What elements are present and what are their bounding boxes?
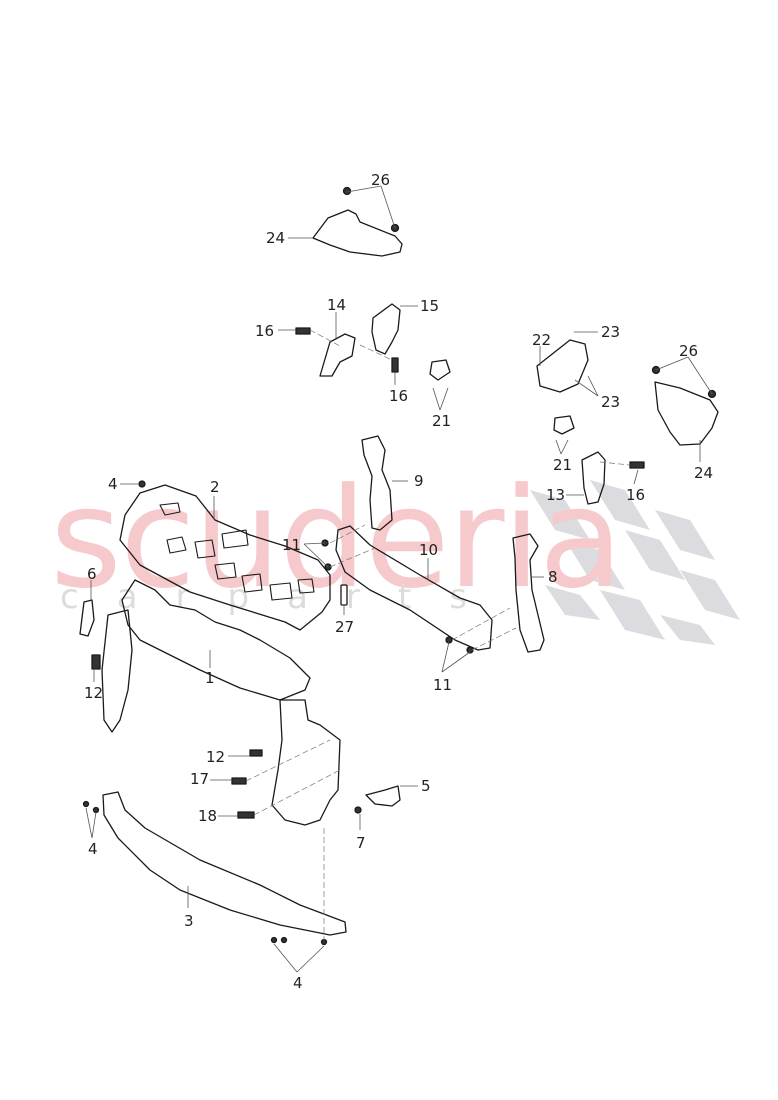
part-1-centre-member xyxy=(271,699,341,826)
callout-12[interactable]: 12 xyxy=(84,684,104,702)
callout-4[interactable]: 4 xyxy=(108,475,118,493)
callout-16[interactable]: 16 xyxy=(626,486,646,504)
callout-10[interactable]: 10 xyxy=(419,541,439,559)
callout-23[interactable]: 23 xyxy=(601,323,621,341)
callout-17[interactable]: 17 xyxy=(190,770,210,788)
callout-3[interactable]: 3 xyxy=(184,912,194,930)
part-24-bracket-right xyxy=(654,381,719,446)
callout-7[interactable]: 7 xyxy=(356,834,366,852)
callout-18[interactable]: 18 xyxy=(198,807,218,825)
part-24-bracket-top xyxy=(312,209,403,257)
part-14-bracket xyxy=(319,333,356,377)
part-15-bracket xyxy=(371,303,401,355)
part-6-bracket xyxy=(79,599,95,637)
callout-12[interactable]: 12 xyxy=(206,748,226,766)
part-22-bracket xyxy=(536,339,589,393)
callout-21[interactable]: 21 xyxy=(553,456,573,474)
part-2-upper-panel xyxy=(119,484,331,631)
part-21-clip-b xyxy=(553,415,575,435)
part-10-crossmember xyxy=(335,525,493,651)
callout-2[interactable]: 2 xyxy=(210,478,220,496)
part-21-clip-a xyxy=(429,359,451,381)
callout-8[interactable]: 8 xyxy=(548,568,558,586)
leader-lines xyxy=(85,185,713,973)
callout-24[interactable]: 24 xyxy=(266,229,286,247)
part-9-strut xyxy=(361,435,393,531)
callout-22[interactable]: 22 xyxy=(532,331,552,349)
callout-24[interactable]: 24 xyxy=(694,464,714,482)
part-5-bracket xyxy=(365,785,401,807)
callout-14[interactable]: 14 xyxy=(327,296,347,314)
callout-27[interactable]: 27 xyxy=(335,618,355,636)
callout-6[interactable]: 6 xyxy=(87,565,97,583)
callout-4[interactable]: 4 xyxy=(88,840,98,858)
callout-15[interactable]: 15 xyxy=(420,297,440,315)
callout-21[interactable]: 21 xyxy=(432,412,452,430)
part-8-strut xyxy=(512,533,545,653)
callout-23[interactable]: 23 xyxy=(601,393,621,411)
part-27-pad xyxy=(340,584,348,606)
callout-11[interactable]: 11 xyxy=(433,676,453,694)
part-3-lower-crossmember xyxy=(102,791,347,936)
part-13-bracket xyxy=(581,451,606,505)
callout-4[interactable]: 4 xyxy=(293,974,303,992)
callout-16[interactable]: 16 xyxy=(389,387,409,405)
callout-13[interactable]: 13 xyxy=(546,486,566,504)
callout-26[interactable]: 26 xyxy=(371,171,391,189)
part-1-side-member xyxy=(101,609,133,733)
part-1-lower-panel xyxy=(121,579,311,701)
callout-9[interactable]: 9 xyxy=(414,472,424,490)
callout-26[interactable]: 26 xyxy=(679,342,699,360)
callout-16[interactable]: 16 xyxy=(255,322,275,340)
callout-11[interactable]: 11 xyxy=(282,536,302,554)
callout-5[interactable]: 5 xyxy=(421,777,431,795)
callout-1[interactable]: 1 xyxy=(205,669,215,687)
